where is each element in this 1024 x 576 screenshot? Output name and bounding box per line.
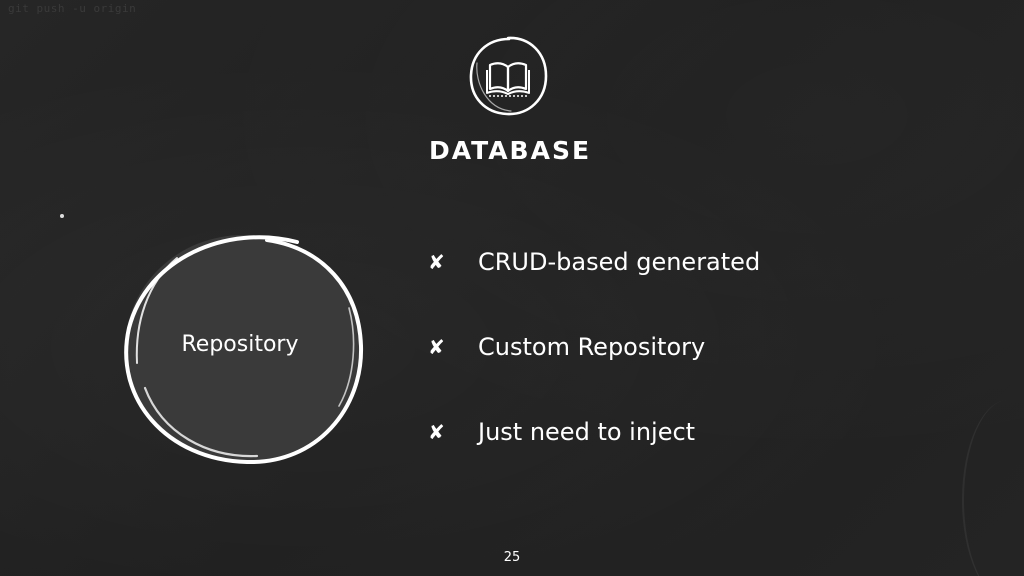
feature-text: Custom Repository [478,333,706,361]
bullet-dot [60,214,64,218]
repository-label: Repository [181,332,299,357]
repository-circle [124,235,364,465]
chalk-smudge [962,400,1024,576]
feature-item: ✘ Just need to inject [428,414,760,450]
page-number: 25 [503,550,521,565]
cross-mark-icon: ✘ [428,250,445,274]
section-title: DATABASE [428,136,592,165]
faded-header-text: git push -u origin [8,2,137,15]
cross-mark-icon: ✘ [428,420,445,444]
feature-item: ✘ Custom Repository [428,329,760,365]
cross-mark-icon: ✘ [428,335,445,359]
feature-text: CRUD-based generated [478,248,761,276]
open-book-icon [469,36,548,116]
feature-list: ✘ CRUD-based generated ✘ Custom Reposito… [428,244,760,499]
feature-item: ✘ CRUD-based generated [428,244,760,280]
feature-text: Just need to inject [478,418,696,446]
